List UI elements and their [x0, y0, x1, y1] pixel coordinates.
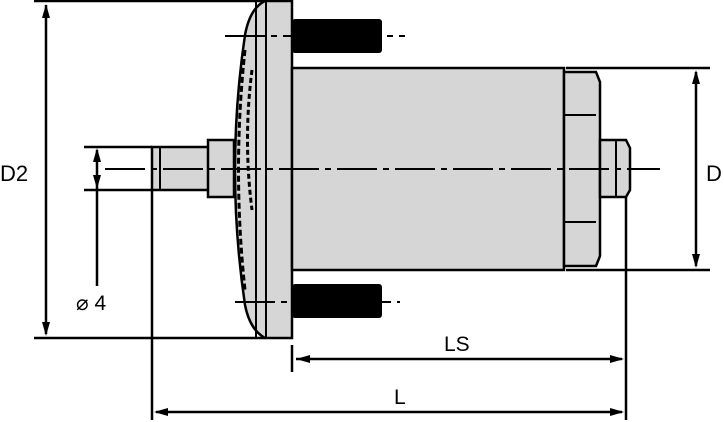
label-l: L	[394, 386, 406, 409]
label-d2: D2	[0, 161, 29, 186]
label-ls: LS	[444, 333, 470, 356]
stud-bottom	[292, 284, 382, 318]
label-d: D	[706, 161, 722, 186]
stud-top	[292, 19, 382, 53]
label-pilot-diameter: ⌀ 4	[76, 292, 107, 315]
